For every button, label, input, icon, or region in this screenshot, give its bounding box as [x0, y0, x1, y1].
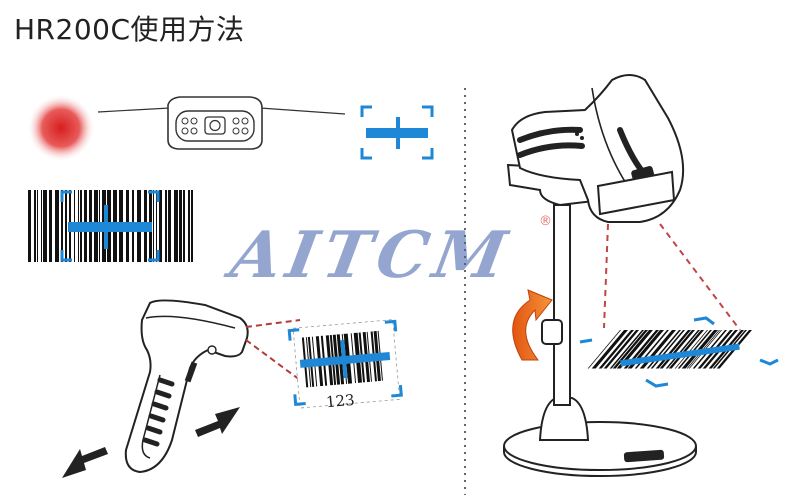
barcode-bar [174, 190, 178, 262]
barcode-bar [34, 190, 36, 262]
barcode-bar [41, 190, 42, 262]
barcode-bar [179, 190, 182, 262]
barcode-bar [168, 190, 171, 262]
barcode-bar [188, 190, 190, 262]
barcode-bar [61, 190, 63, 262]
barcode-bar [587, 330, 621, 369]
barcode-bar [55, 190, 59, 262]
aim-frame-barcode [60, 190, 160, 262]
barcode-bar [603, 330, 639, 369]
aim-frame-icon [360, 105, 434, 160]
barcode-bar [668, 330, 704, 369]
barcode-bar [609, 330, 644, 369]
registered-mark: ® [539, 214, 552, 229]
barcode-bar [49, 190, 52, 262]
barcode-bar [674, 330, 708, 369]
page-title: HR200C使用方法 [14, 13, 245, 46]
barcode-bar [191, 190, 193, 262]
red-light-dot-icon [27, 94, 95, 162]
barcode-bar [153, 190, 154, 262]
scanner-head-icon [167, 96, 263, 150]
barcode-bar [43, 190, 47, 262]
barcode-bar [591, 330, 628, 369]
barcode-bar [677, 330, 712, 369]
arrow-icon [62, 407, 240, 478]
stand-icon [503, 74, 697, 477]
barcode-bar [28, 190, 31, 262]
barcode-bar [165, 190, 167, 262]
rotate-arrow-icon [512, 289, 553, 361]
handheld-scanner-icon [124, 299, 249, 474]
watermark-text: AITCM [225, 218, 518, 293]
barcode-bar [65, 190, 67, 262]
barcode-bar [616, 330, 653, 369]
barcode-bar [598, 330, 634, 369]
barcode-bar [612, 330, 648, 369]
barcode-bar [665, 330, 700, 369]
barcode-bar [37, 190, 38, 262]
barcode-bar [183, 190, 185, 262]
barcode-number: 123 [325, 390, 356, 412]
barcode-bar [159, 190, 162, 262]
barcode-bar [156, 190, 157, 262]
